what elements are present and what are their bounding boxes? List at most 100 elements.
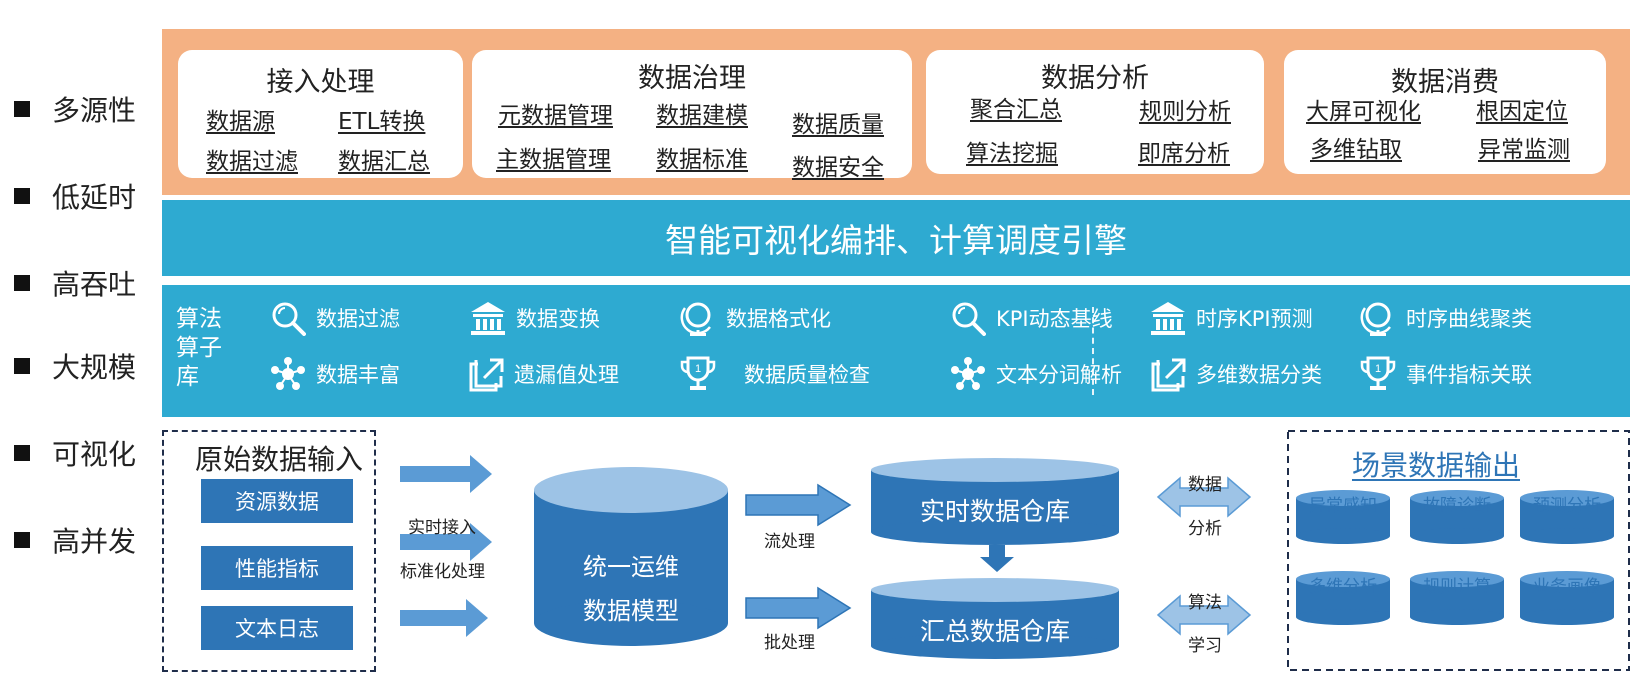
- stream-arrow: [745, 483, 852, 527]
- capability-link[interactable]: 根因定位: [1476, 99, 1568, 125]
- input-panel: [162, 430, 376, 672]
- capability-link[interactable]: ETL转换: [338, 109, 426, 135]
- scene-cylinder: [1296, 490, 1390, 544]
- batch-arrow: [745, 586, 852, 630]
- svg-text:1: 1: [695, 363, 701, 375]
- globe-icon: [1360, 302, 1391, 336]
- summary-warehouse-label: 汇总数据仓库: [919, 617, 1070, 646]
- analysis-label: 分析: [1188, 519, 1222, 539]
- card-title: 数据治理: [638, 63, 746, 94]
- bullet-square-icon: [14, 532, 30, 548]
- source-text-logs[interactable]: 文本日志: [201, 606, 353, 650]
- operator-label: 数据格式化: [726, 307, 831, 331]
- engine-band: 智能可视化编排、计算调度引擎: [162, 200, 1630, 276]
- capability-card-analysis: 数据分析 聚合汇总 规则分析 算法挖掘 即席分析: [926, 50, 1264, 174]
- bullet-square-icon: [14, 358, 30, 374]
- operator-label: 数据过滤: [316, 307, 400, 331]
- operator-label: 数据丰富: [316, 363, 400, 387]
- operator-item[interactable]: 数据格式化: [680, 300, 831, 336]
- capability-link[interactable]: 多维钻取: [1310, 137, 1402, 163]
- bank-icon: [1151, 302, 1185, 335]
- operator-item[interactable]: 数据过滤: [270, 300, 400, 336]
- operator-divider: [1092, 307, 1094, 395]
- network-icon: [951, 357, 985, 390]
- capability-link[interactable]: 数据质量: [792, 112, 884, 138]
- bidirectional-arrow: [1156, 476, 1252, 518]
- capability-link[interactable]: 数据过滤: [206, 149, 298, 175]
- operator-item[interactable]: 1 事件指标关联: [1360, 356, 1532, 392]
- capability-link[interactable]: 数据源: [206, 109, 275, 135]
- capability-link[interactable]: 数据标准: [656, 147, 748, 173]
- learning-label: 学习: [1188, 636, 1222, 656]
- operator-item[interactable]: 时序曲线聚类: [1360, 300, 1532, 336]
- operator-item[interactable]: 数据变换: [470, 300, 600, 336]
- scene-link[interactable]: 规则计算: [1423, 577, 1491, 597]
- capability-link[interactable]: 即席分析: [1138, 141, 1230, 167]
- data-model-label: 统一运维 数据模型: [583, 553, 679, 625]
- scene-cylinder: [1410, 490, 1504, 544]
- bullet-square-icon: [14, 275, 30, 291]
- card-title: 接入处理: [266, 67, 375, 98]
- ingest-arrow: [400, 599, 488, 637]
- capability-link[interactable]: 异常监测: [1478, 137, 1570, 163]
- capability-link[interactable]: 数据安全: [792, 155, 884, 181]
- share-icon: [1151, 358, 1186, 392]
- ingest-arrow: [400, 455, 492, 493]
- operator-item[interactable]: KPI动态基线: [950, 300, 1113, 336]
- capability-link[interactable]: 数据建模: [656, 103, 748, 129]
- bullet-square-icon: [14, 445, 30, 461]
- learning-label: 算法: [1188, 593, 1222, 613]
- scene-link[interactable]: 异常感知: [1309, 496, 1377, 516]
- card-title: 数据分析: [1041, 63, 1149, 94]
- source-resource-data[interactable]: 资源数据: [201, 479, 353, 523]
- capability-link[interactable]: 主数据管理: [496, 147, 611, 173]
- capability-link[interactable]: 算法挖掘: [966, 141, 1058, 167]
- operator-item[interactable]: 时序KPI预测: [1150, 300, 1313, 336]
- capability-link[interactable]: 规则分析: [1139, 99, 1231, 125]
- input-title: 原始数据输入: [194, 443, 363, 476]
- summary-warehouse-cylinder: [871, 578, 1119, 659]
- operator-item[interactable]: 遗漏值处理: [468, 356, 619, 392]
- feature-item: 低延时: [14, 176, 136, 216]
- feature-item: 多源性: [14, 89, 136, 129]
- capability-link[interactable]: 数据汇总: [338, 149, 430, 175]
- operator-label: 文本分词解析: [996, 363, 1122, 387]
- analysis-label: 数据: [1188, 475, 1222, 495]
- realtime-warehouse-cylinder: [871, 458, 1119, 545]
- svg-text:1: 1: [1375, 363, 1381, 375]
- capability-link[interactable]: 聚合汇总: [970, 97, 1062, 123]
- source-performance-metrics[interactable]: 性能指标: [201, 546, 353, 590]
- feature-item: 高吞吐: [14, 263, 136, 303]
- bidirectional-arrow: [1156, 594, 1252, 636]
- operator-label: KPI动态基线: [996, 307, 1113, 331]
- output-title[interactable]: 场景数据输出: [1351, 449, 1520, 482]
- capability-card-governance: 数据治理 元数据管理 数据建模 数据质量 主数据管理 数据标准 数据安全: [472, 50, 912, 181]
- scene-link[interactable]: 预测分析: [1533, 496, 1601, 516]
- operator-label: 时序KPI预测: [1196, 307, 1313, 331]
- capability-link[interactable]: 大屏可视化: [1306, 99, 1421, 125]
- scene-link[interactable]: 业务画像: [1533, 577, 1601, 597]
- realtime-warehouse-label: 实时数据仓库: [919, 497, 1070, 526]
- scene-link[interactable]: 多维分析: [1309, 577, 1377, 597]
- down-arrow: [980, 545, 1014, 572]
- feature-item: 高并发: [14, 520, 136, 560]
- operator-item[interactable]: 多维数据分类: [1150, 356, 1322, 392]
- output-panel: [1287, 430, 1630, 671]
- scene-link[interactable]: 故障诊断: [1423, 496, 1491, 516]
- globe-icon: [680, 302, 711, 336]
- ingest-arrow: [400, 523, 492, 561]
- operator-label: 事件指标关联: [1406, 363, 1532, 387]
- capability-card-ingest: 接入处理 数据源 ETL转换 数据过滤 数据汇总: [178, 50, 463, 178]
- operator-label: 数据变换: [516, 307, 600, 331]
- operator-label: 时序曲线聚类: [1406, 307, 1532, 331]
- operator-item[interactable]: 数据丰富: [270, 356, 400, 392]
- bullet-square-icon: [14, 188, 30, 204]
- ingest-label: 实时接入: [408, 518, 476, 538]
- operator-item[interactable]: 文本分词解析: [950, 356, 1122, 392]
- operator-library-label: 算法 算子 库: [176, 306, 222, 390]
- magnifier-icon: [952, 302, 986, 336]
- stream-label: 流处理: [764, 532, 815, 552]
- capability-link[interactable]: 元数据管理: [498, 103, 613, 129]
